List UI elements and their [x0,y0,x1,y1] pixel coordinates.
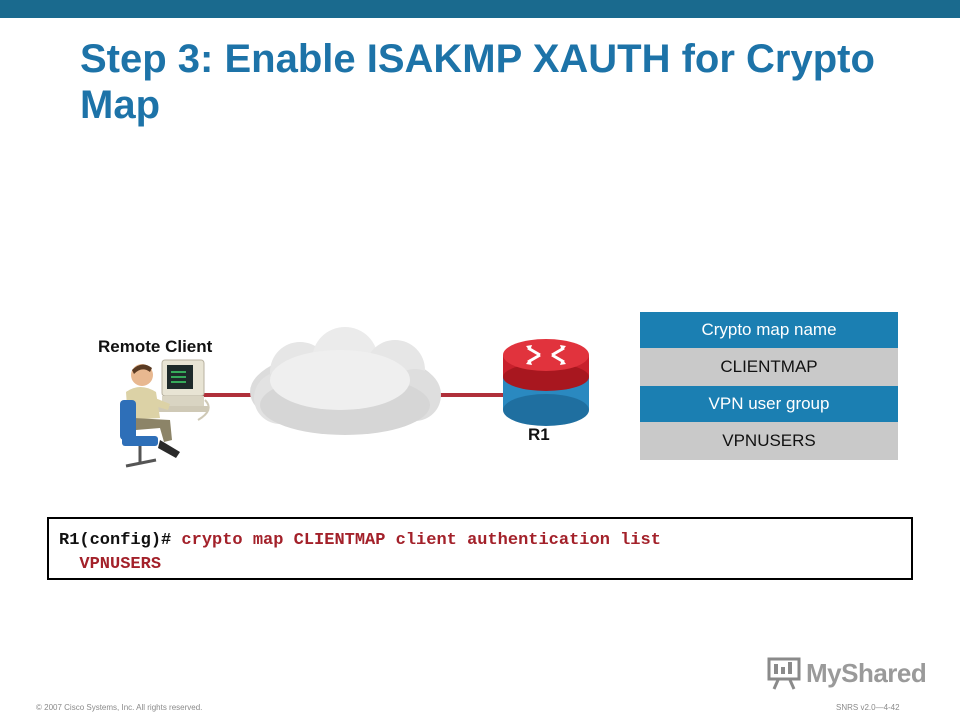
remote-client-label: Remote Client [98,337,213,356]
top-bar [0,0,960,18]
command-box: R1(config)# crypto map CLIENTMAP client … [47,517,913,580]
router-r1-label: R1 [528,425,550,444]
crypto-map-name-header: Crypto map name [640,312,898,348]
vpn-user-group-header: VPN user group [640,386,898,422]
vpn-user-group-value: VPNUSERS [640,422,898,460]
footer-course-ref: SNRS v2.0—4-42 [836,703,900,712]
command-text: R1(config)# crypto map CLIENTMAP client … [59,529,904,577]
command-prompt: R1(config)# [59,531,172,550]
myshared-logo: MyShared [766,656,927,690]
footer-copyright: © 2007 Cisco Systems, Inc. All rights re… [36,703,203,712]
crypto-map-info-table: Crypto map name CLIENTMAP VPN user group… [640,312,898,460]
logo-text: MyShared [806,658,927,688]
command-arguments-line2: VPNUSERS [79,555,162,574]
slide-title: Step 3: Enable ISAKMP XAUTH for Crypto M… [80,37,875,127]
internet-cloud-icon [250,327,441,435]
remote-client-user-icon [120,359,210,468]
presentation-board-icon [767,657,801,690]
network-diagram [120,327,589,468]
command-arguments-line1: crypto map CLIENTMAP client authenticati… [181,531,661,550]
crypto-map-name-value: CLIENTMAP [640,348,898,386]
router-r1-icon [503,339,589,426]
